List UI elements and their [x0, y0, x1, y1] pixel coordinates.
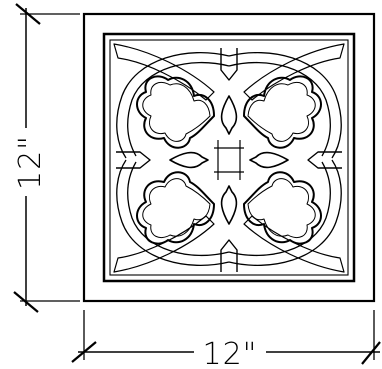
- arc-top-left: [116, 52, 230, 159]
- width-tick-right: [361, 341, 381, 365]
- spear-right: [249, 151, 289, 169]
- height-label: 12": [13, 135, 48, 190]
- height-tick-top: [15, 3, 41, 25]
- spear-bottom: [220, 185, 238, 225]
- tile-frame: [82, 12, 376, 303]
- outer-border: [82, 12, 376, 303]
- petal-top-right: [243, 43, 345, 101]
- center-spears: [169, 95, 289, 225]
- quatrefoil-ornament: [113, 43, 345, 273]
- width-tick-left: [71, 341, 97, 363]
- arc-top-left-inner: [126, 61, 230, 157]
- center-cross: [214, 140, 244, 180]
- side-notches: [116, 48, 342, 272]
- arc-top-right: [228, 52, 342, 159]
- trefoil-top-left: [136, 75, 215, 149]
- inner-border: [102, 32, 356, 283]
- arc-bottom-left: [116, 159, 230, 266]
- spear-left: [169, 151, 209, 169]
- spear-top: [220, 95, 238, 135]
- arc-top-right-inner: [228, 61, 332, 157]
- height-tick-bottom: [13, 291, 39, 313]
- petal-top-left: [113, 43, 215, 101]
- arc-bottom-right: [228, 159, 342, 266]
- outer-interlace: [116, 52, 342, 266]
- height-dimension: [13, 3, 80, 313]
- recess-border: [109, 39, 349, 276]
- width-dimension: [71, 310, 381, 365]
- trefoil-bottom-left: [136, 171, 215, 245]
- trefoil-bottom-right: [243, 171, 322, 245]
- arc-bottom-left-inner: [126, 161, 230, 257]
- trefoil-top-right: [243, 75, 322, 149]
- width-label: 12": [203, 337, 258, 369]
- arc-bottom-right-inner: [228, 161, 332, 257]
